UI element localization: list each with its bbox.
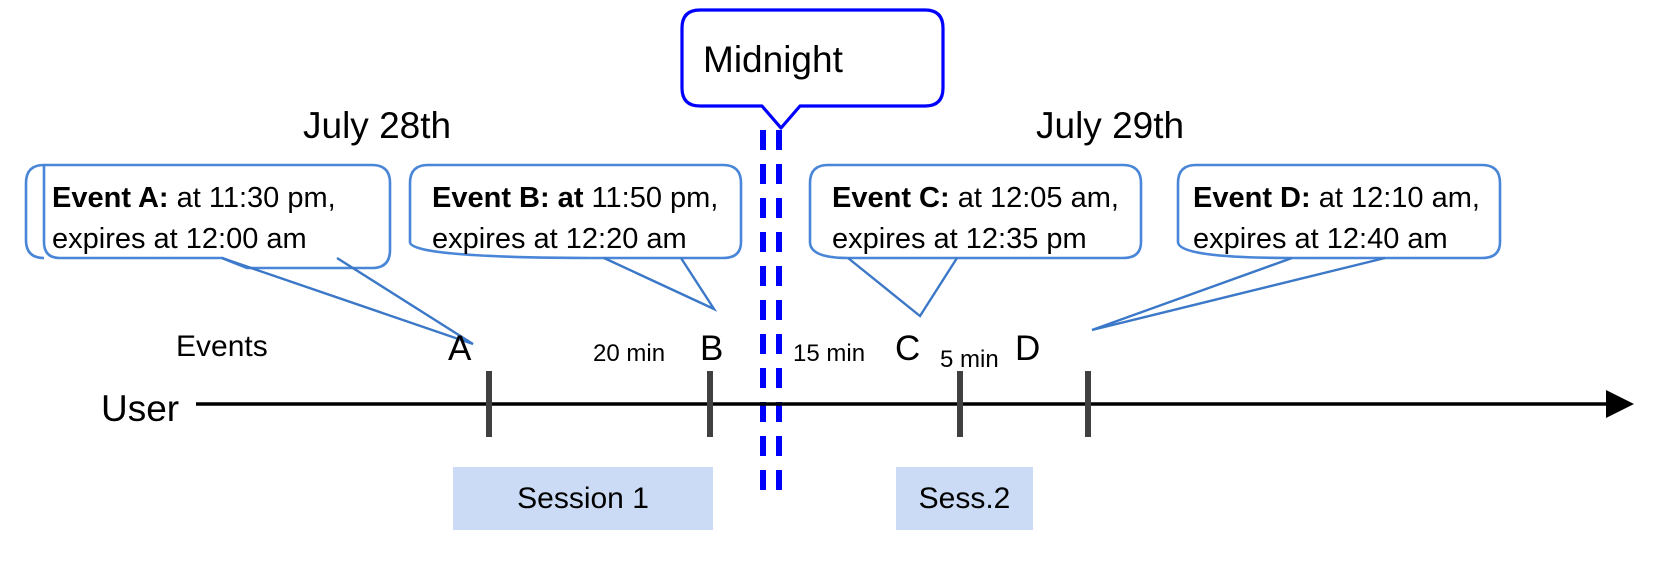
midnight-label: Midnight (703, 39, 843, 80)
callout-d-text: Event D: at 12:10 am, expires at 12:40 a… (1193, 178, 1480, 260)
callout-b-tail (603, 256, 718, 312)
session-block-1: Session 1 (453, 467, 713, 530)
day-label-july-29: July 29th (1036, 105, 1185, 146)
callout-c-tail (847, 257, 959, 318)
callout-d-tail (1091, 256, 1386, 332)
marker-letter-b: B (700, 329, 724, 368)
callout-d-bold: Event D: (1193, 182, 1311, 214)
callout-d-rest: at 12:10 am, (1310, 182, 1480, 214)
callout-a-line1: Event A: at 11:30 pm, (52, 182, 336, 214)
callout-d-line1: Event D: at 12:10 am, (1193, 182, 1480, 214)
callout-b-rest: 11:50 pm, (583, 182, 719, 214)
callout-b-text: Event B: at 11:50 pm, expires at 12:20 a… (432, 178, 718, 260)
marker-letter-d: D (1015, 329, 1041, 368)
callout-b-line1: Event B: at 11:50 pm, (432, 182, 718, 214)
events-row-label: Events (176, 330, 268, 363)
callout-d-line2: expires at 12:40 am (1193, 223, 1448, 256)
timeline-arrowhead (1606, 390, 1634, 418)
callout-a-rest: at 11:30 pm, (168, 182, 336, 214)
callout-c-rest: at 12:05 am, (949, 182, 1119, 214)
marker-letter-c: C (895, 329, 921, 368)
gap-label-cd: 5 min (940, 346, 999, 373)
callout-a-text: Event A: at 11:30 pm, expires at 12:00 a… (52, 178, 336, 260)
session-1-label: Session 1 (517, 481, 649, 515)
session-2-label: Sess.2 (918, 481, 1011, 515)
day-label-july-28: July 28th (303, 105, 452, 146)
callout-a-bold: Event A: (52, 182, 169, 214)
callout-b-line2: expires at 12:20 am (432, 223, 687, 256)
callout-c-bold: Event C: (832, 182, 950, 214)
gap-label-bc: 15 min (793, 340, 866, 367)
user-row-label: User (101, 388, 180, 429)
callout-a-line2: expires at 12:00 am (52, 223, 307, 256)
session-block-2: Sess.2 (896, 467, 1033, 530)
gap-label-ab: 20 min (593, 340, 666, 367)
callout-a-tail-fix (24, 163, 45, 260)
marker-letter-a: A (448, 329, 472, 368)
callout-c-text: Event C: at 12:05 am, expires at 12:35 p… (832, 178, 1119, 260)
callout-b-bold: Event B: at (432, 182, 584, 214)
callout-c-line1: Event C: at 12:05 am, (832, 182, 1119, 214)
callout-c-line2: expires at 12:35 pm (832, 223, 1087, 256)
